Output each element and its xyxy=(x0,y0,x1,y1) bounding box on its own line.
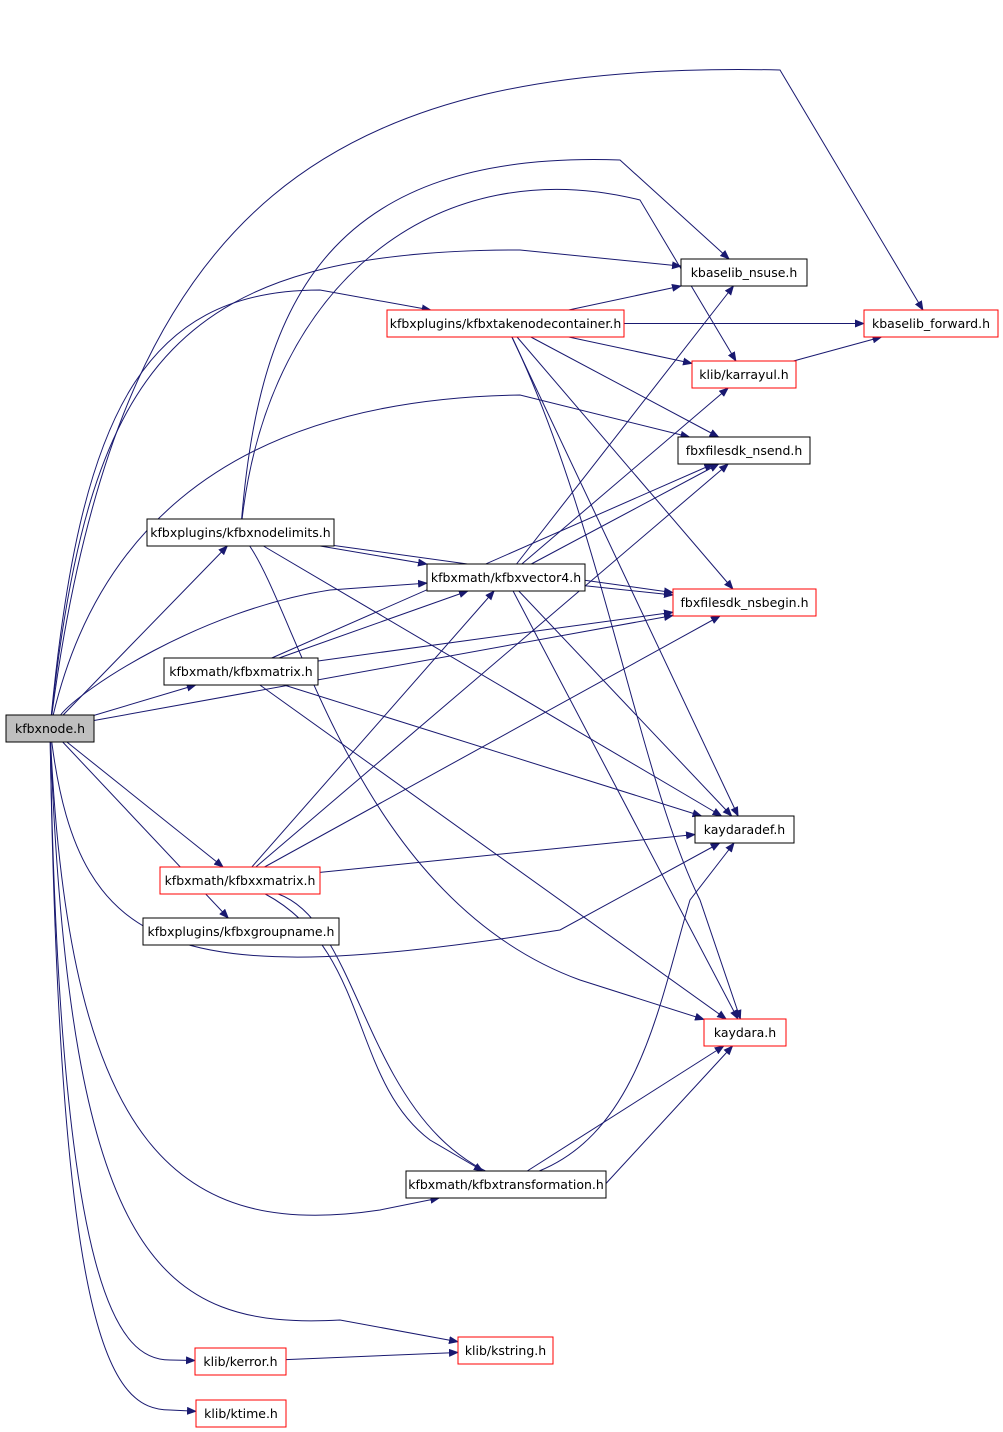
node-label-matrix: kfbxmath/kfbxmatrix.h xyxy=(169,664,312,679)
node-label-nsend: fbxfilesdk_nsend.h xyxy=(686,443,803,458)
node-kfbxnode: kfbxnode.h xyxy=(5,714,95,743)
edge-xmatrix-to-nsend xyxy=(255,463,729,868)
node-box-transformation xyxy=(405,1170,607,1199)
node-box-matrix xyxy=(163,657,319,686)
node-label-xmatrix: kfbxmath/kfbxxmatrix.h xyxy=(165,873,316,888)
node-label-kaydaradef: kaydaradef.h xyxy=(704,822,785,837)
node-label-ktime: klib/ktime.h xyxy=(204,1406,278,1421)
node-box-nsbegin xyxy=(672,588,817,617)
edge-kfbxnode-to-ktime xyxy=(49,741,197,1415)
node-label-transformation: kfbxmath/kfbxtransformation.h xyxy=(408,1177,604,1192)
node-karrayul[interactable]: klib/karrayul.h xyxy=(691,360,797,389)
edge-nodelimits-to-karrayul xyxy=(241,188,737,520)
node-label-takenode: kfbxplugins/kfbxtakenodecontainer.h xyxy=(390,316,622,331)
edge-kfbxnode-to-kstring xyxy=(50,741,459,1345)
node-box-kaydaradef xyxy=(694,815,795,844)
node-box-kerror xyxy=(194,1347,287,1376)
edge-kfbxnode-to-xmatrix xyxy=(66,741,224,868)
node-label-nodelimits: kfbxplugins/kfbxnodelimits.h xyxy=(150,525,330,540)
node-kerror[interactable]: klib/kerror.h xyxy=(194,1347,287,1376)
edge-kfbxnode-to-nsbegin xyxy=(93,613,674,722)
edge-transformation-to-kaydaradef xyxy=(539,842,735,1172)
edge-takenode-to-nsbegin xyxy=(516,336,734,590)
node-nsend[interactable]: fbxfilesdk_nsend.h xyxy=(677,436,811,465)
node-label-kaydara: kaydara.h xyxy=(714,1025,776,1040)
node-box-nsend xyxy=(677,436,811,465)
edge-takenode-to-nsuse xyxy=(568,283,682,311)
node-nsuse[interactable]: kbaselib_nsuse.h xyxy=(680,258,808,287)
edge-nodelimits-to-kaydaradef xyxy=(263,545,723,817)
node-label-nsuse: kbaselib_nsuse.h xyxy=(691,265,798,280)
node-ktime[interactable]: klib/ktime.h xyxy=(195,1399,287,1428)
node-label-karrayul: klib/karrayul.h xyxy=(699,367,788,382)
node-nodelimits[interactable]: kfbxplugins/kfbxnodelimits.h xyxy=(146,518,335,547)
edge-kfbxnode-to-takenode xyxy=(50,289,432,716)
edge-xmatrix-to-nsbegin xyxy=(264,615,721,868)
edge-kfbxnode-to-nsend xyxy=(52,394,691,716)
edge-xmatrix-to-kaydaradef xyxy=(319,831,696,873)
edge-nodelimits-to-nsuse xyxy=(241,159,730,520)
node-box-groupname xyxy=(142,917,340,946)
edge-takenode-to-kaydara xyxy=(511,336,742,1020)
node-transformation[interactable]: kfbxmath/kfbxtransformation.h xyxy=(405,1170,607,1199)
node-nsbegin[interactable]: fbxfilesdk_nsbegin.h xyxy=(672,588,817,617)
edge-vector4-to-kaydara xyxy=(512,590,739,1020)
edge-nodelimits-to-kaydara xyxy=(249,545,705,1021)
node-forward[interactable]: kbaselib_forward.h xyxy=(863,309,999,338)
node-box-karrayul xyxy=(691,360,797,389)
edge-matrix-to-vector4 xyxy=(278,590,469,659)
edge-vector4-to-karrayul xyxy=(521,387,729,565)
node-box-nsuse xyxy=(680,258,808,287)
edge-karrayul-to-forward xyxy=(793,335,883,362)
node-box-xmatrix xyxy=(159,866,321,895)
node-label-kstring: klib/kstring.h xyxy=(465,1343,546,1358)
edge-matrix-to-nsbegin xyxy=(317,609,674,662)
edge-vector4-to-nsbegin xyxy=(584,585,674,599)
node-box-kaydara xyxy=(703,1018,787,1047)
edge-takenode-to-kaydaradef xyxy=(511,336,739,817)
edge-nodelimits-to-vector4 xyxy=(320,545,428,567)
node-box-kstring xyxy=(457,1336,554,1365)
edge-takenode-to-nsend xyxy=(530,336,720,438)
node-box-forward xyxy=(863,309,999,338)
node-groupname[interactable]: kfbxplugins/kfbxgroupname.h xyxy=(142,917,340,946)
edge-kerror-to-kstring xyxy=(285,1348,459,1361)
edge-transformation-to-kaydara xyxy=(526,1045,725,1172)
node-label-kfbxnode: kfbxnode.h xyxy=(15,721,85,736)
edge-kfbxnode-to-forward xyxy=(51,69,924,716)
node-box-ktime xyxy=(195,1399,287,1428)
node-label-nsbegin: fbxfilesdk_nsbegin.h xyxy=(681,595,809,610)
node-takenode[interactable]: kfbxplugins/kfbxtakenodecontainer.h xyxy=(386,309,625,338)
node-box-kfbxnode xyxy=(5,714,95,743)
edge-kfbxnode-to-kerror xyxy=(49,741,196,1365)
edge-matrix-to-kaydara xyxy=(259,684,727,1020)
node-box-takenode xyxy=(386,309,625,338)
edge-kfbxnode-to-vector4 xyxy=(60,579,428,716)
node-label-groupname: kfbxplugins/kfbxgroupname.h xyxy=(148,924,335,939)
edge-kfbxnode-to-matrix xyxy=(93,683,197,716)
edge-matrix-to-kaydaradef xyxy=(283,684,703,818)
node-vector4[interactable]: kfbxmath/kfbxvector4.h xyxy=(426,563,586,592)
node-kstring[interactable]: klib/kstring.h xyxy=(457,1336,554,1365)
node-box-nodelimits xyxy=(146,518,335,547)
node-kaydara[interactable]: kaydara.h xyxy=(703,1018,787,1047)
node-label-forward: kbaselib_forward.h xyxy=(872,316,990,331)
node-label-vector4: kfbxmath/kfbxvector4.h xyxy=(431,570,581,585)
edge-takenode-to-karrayul xyxy=(568,336,693,366)
node-label-kerror: klib/kerror.h xyxy=(203,1354,277,1369)
edge-vector4-to-nsuse xyxy=(516,285,735,565)
edge-vector4-to-nsend xyxy=(531,463,720,565)
edge-kfbxnode-to-transformation xyxy=(50,741,441,1216)
node-kaydaradef[interactable]: kaydaradef.h xyxy=(694,815,795,844)
node-matrix[interactable]: kfbxmath/kfbxmatrix.h xyxy=(163,657,319,686)
edge-kfbxnode-to-nodelimits xyxy=(62,545,229,716)
node-xmatrix[interactable]: kfbxmath/kfbxxmatrix.h xyxy=(159,866,321,895)
edge-kfbxnode-to-nsuse xyxy=(50,249,682,716)
edge-matrix-to-nsend xyxy=(271,463,715,659)
node-box-vector4 xyxy=(426,563,586,592)
edge-vector4-to-kaydaradef xyxy=(518,590,733,817)
edge-xmatrix-to-vector4 xyxy=(251,590,495,868)
